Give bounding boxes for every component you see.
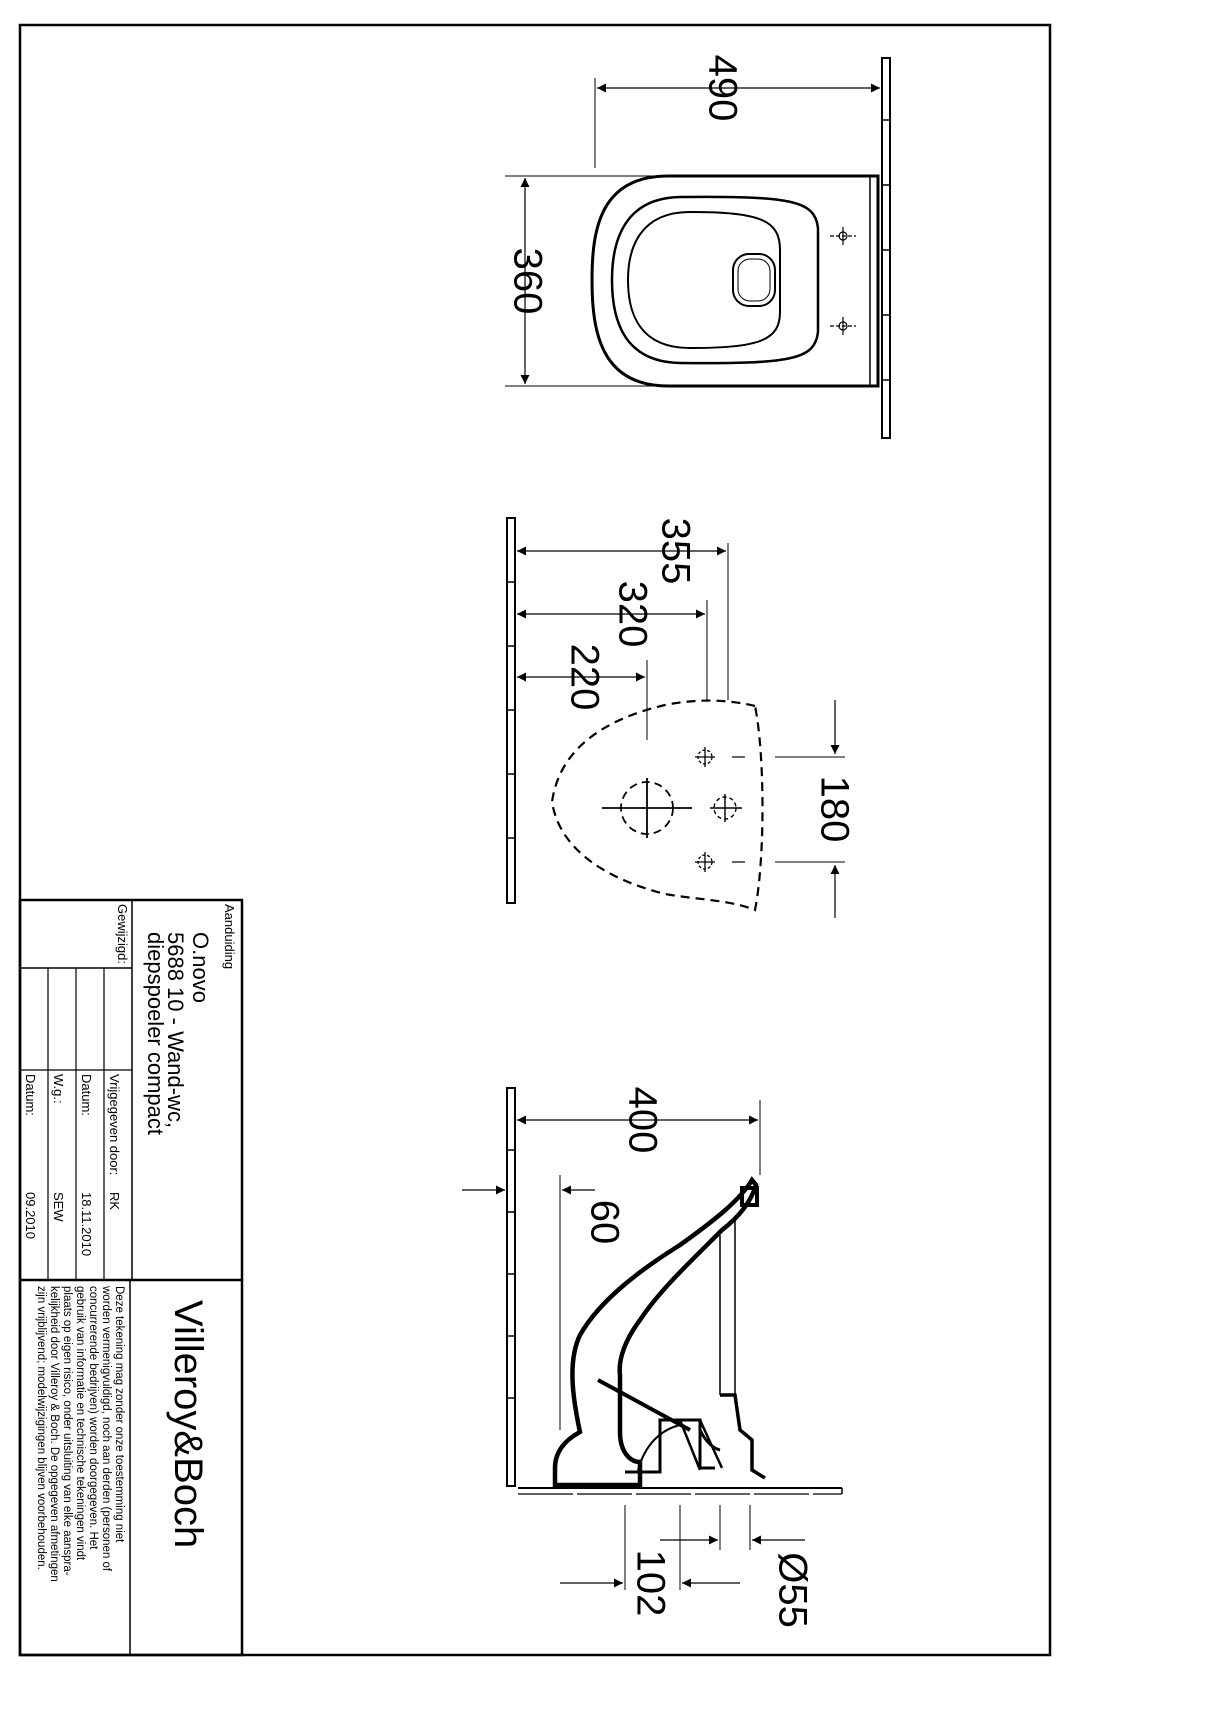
bolt-hole-top <box>695 747 715 767</box>
disclaimer-line: zijn vrijblijvend; modelwijzigingen blij… <box>35 1286 47 1570</box>
disclaimer-line: Deze tekening mag zonder onze toestemmin… <box>113 1286 125 1543</box>
datum-label-2: Datum: <box>23 1074 38 1116</box>
disclaimer-line: concurrerende bedrijven) worden doorgege… <box>87 1286 99 1550</box>
drain-outlet <box>732 253 776 307</box>
product-name: O.novo <box>188 932 213 1003</box>
drawing-frame <box>18 23 1052 1657</box>
wall-strip <box>881 57 891 439</box>
side-view <box>462 1087 843 1590</box>
bowl-rim <box>610 195 820 365</box>
wc-body-section <box>552 1176 759 1488</box>
gewijzigd-label: Gewijzigd: <box>115 904 130 964</box>
vrijgegeven-value: RK <box>107 1192 122 1210</box>
disclaimer-line: worden vermenigvuldigd, noch aan derden … <box>100 1285 112 1572</box>
fixing-hole-bottom <box>830 317 856 335</box>
disclaimer-line: plaats op eigen risico, onder uitsluitin… <box>61 1286 73 1576</box>
dim-220-label: 220 <box>562 644 606 711</box>
rear-view <box>506 517 845 918</box>
dim-320-label: 320 <box>610 581 654 648</box>
mounting-footprint <box>550 699 764 912</box>
waste-pipe-marker <box>602 778 692 838</box>
wg-value: SEW <box>51 1192 66 1222</box>
inlet-marker <box>710 794 742 822</box>
datum-value-1: 18.11.2010 <box>79 1192 94 1256</box>
product-line-2: diepspoeler compact <box>143 932 168 1135</box>
brand-logo: Villeroy&Boch <box>166 1300 210 1548</box>
wg-label: W.g.: <box>51 1074 66 1104</box>
datum-label-1: Datum: <box>79 1074 94 1116</box>
aanduiding-label: Aanduiding <box>222 904 237 969</box>
disclaimer-line: gebruik van informatie en technische tek… <box>74 1286 86 1561</box>
fixing-hole-top <box>830 227 856 245</box>
dim-102-label: 102 <box>628 1550 672 1617</box>
bolt-hole-bottom <box>695 852 715 872</box>
bowl-outline <box>590 174 880 388</box>
bowl-inner <box>626 210 781 350</box>
dim-490-label: 490 <box>700 55 744 122</box>
dim-360-label: 360 <box>505 248 549 315</box>
vrijgegeven-label: Vrijgegeven door: <box>107 1074 122 1175</box>
disclaimer-line: kelijkheid door Villeroy & Boch. De opge… <box>48 1286 60 1582</box>
floor-strip-side <box>506 1087 516 1487</box>
dim-400-label: 400 <box>620 1087 664 1154</box>
dim-355-label: 355 <box>653 518 697 585</box>
product-line-1: 5688 10 - Wand-wc, <box>163 932 188 1128</box>
dim-60-label: 60 <box>582 1200 626 1245</box>
dim-diameter-label: Ø55 <box>770 1552 814 1628</box>
dim-180-label: 180 <box>812 776 856 843</box>
title-block <box>18 898 244 1657</box>
disclaimer: Deze tekening mag zonder onze toestemmin… <box>35 1285 125 1582</box>
datum-value-2: 09.2010 <box>23 1192 38 1239</box>
top-view <box>505 57 891 439</box>
